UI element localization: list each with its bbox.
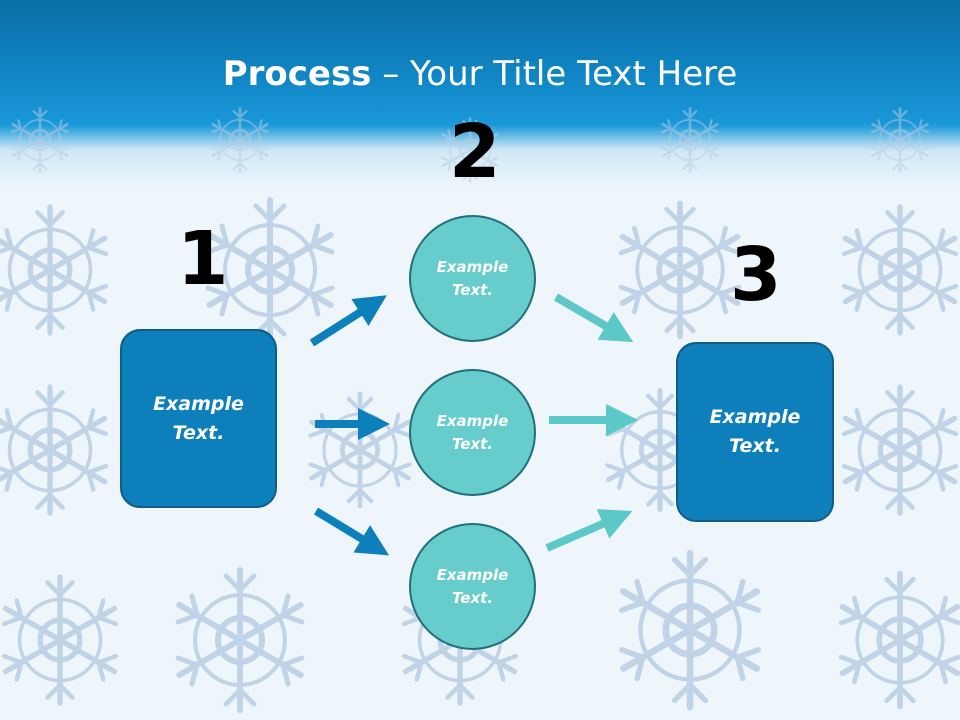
circle-bottom-line1: Example xyxy=(436,565,509,584)
circle-middle-line2: Text. xyxy=(451,434,493,453)
title-rest: – Your Title Text Here xyxy=(371,54,738,94)
right-box-line2: Text. xyxy=(729,435,781,457)
arrow-left-to-bottom xyxy=(313,507,390,556)
circle-top-line1: Example xyxy=(436,257,509,276)
slide-title: Process – Your Title Text Here xyxy=(0,50,960,98)
circle-middle-line1: Example xyxy=(436,411,509,430)
header-band xyxy=(0,0,960,190)
step-number-2: 2 xyxy=(449,109,501,195)
arrow-left-to-top xyxy=(309,295,387,347)
arrow-bottom-to-right xyxy=(545,509,633,552)
title-bold: Process xyxy=(222,54,372,94)
circle-bottom-line2: Text. xyxy=(451,588,493,607)
arrow-top-to-right xyxy=(553,293,634,343)
left-box-line2: Text. xyxy=(172,421,225,444)
left-box-line1: Example xyxy=(153,392,244,415)
right-box-line1: Example xyxy=(709,406,801,428)
step-number-1: 1 xyxy=(177,216,229,302)
circle-top-line2: Text. xyxy=(451,280,493,299)
step-number-3: 3 xyxy=(730,232,782,318)
